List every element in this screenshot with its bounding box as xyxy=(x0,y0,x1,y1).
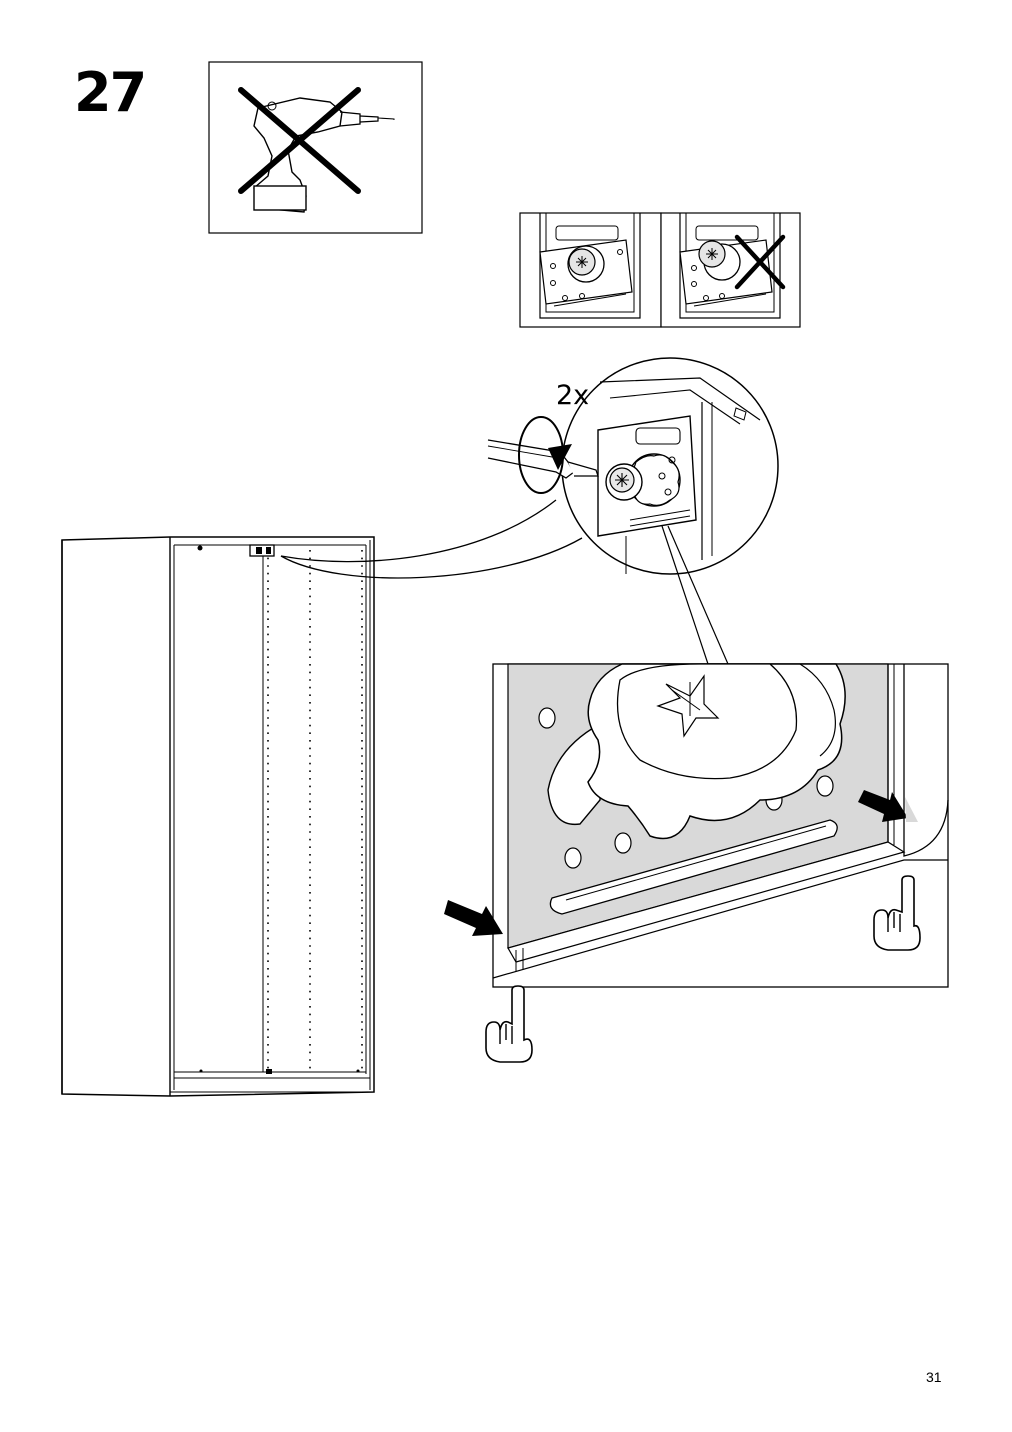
cabinet-frame-icon xyxy=(61,536,375,1097)
screwdriver-icon xyxy=(487,439,599,479)
quantity-label: 2x xyxy=(556,380,589,411)
finger-press-icon xyxy=(873,875,921,951)
incorrect-fitting-icon xyxy=(660,212,801,328)
push-arrow-icon xyxy=(444,790,918,936)
finger-press-icon xyxy=(485,985,533,1063)
zoom-detail xyxy=(492,663,949,988)
step-number: 27 xyxy=(74,61,147,124)
detail-circle xyxy=(561,357,779,575)
correct-fitting-icon xyxy=(519,212,662,328)
page-number: 31 xyxy=(926,1369,942,1385)
rotate-clockwise-icon xyxy=(518,416,572,494)
no-power-drill-icon xyxy=(208,61,423,234)
